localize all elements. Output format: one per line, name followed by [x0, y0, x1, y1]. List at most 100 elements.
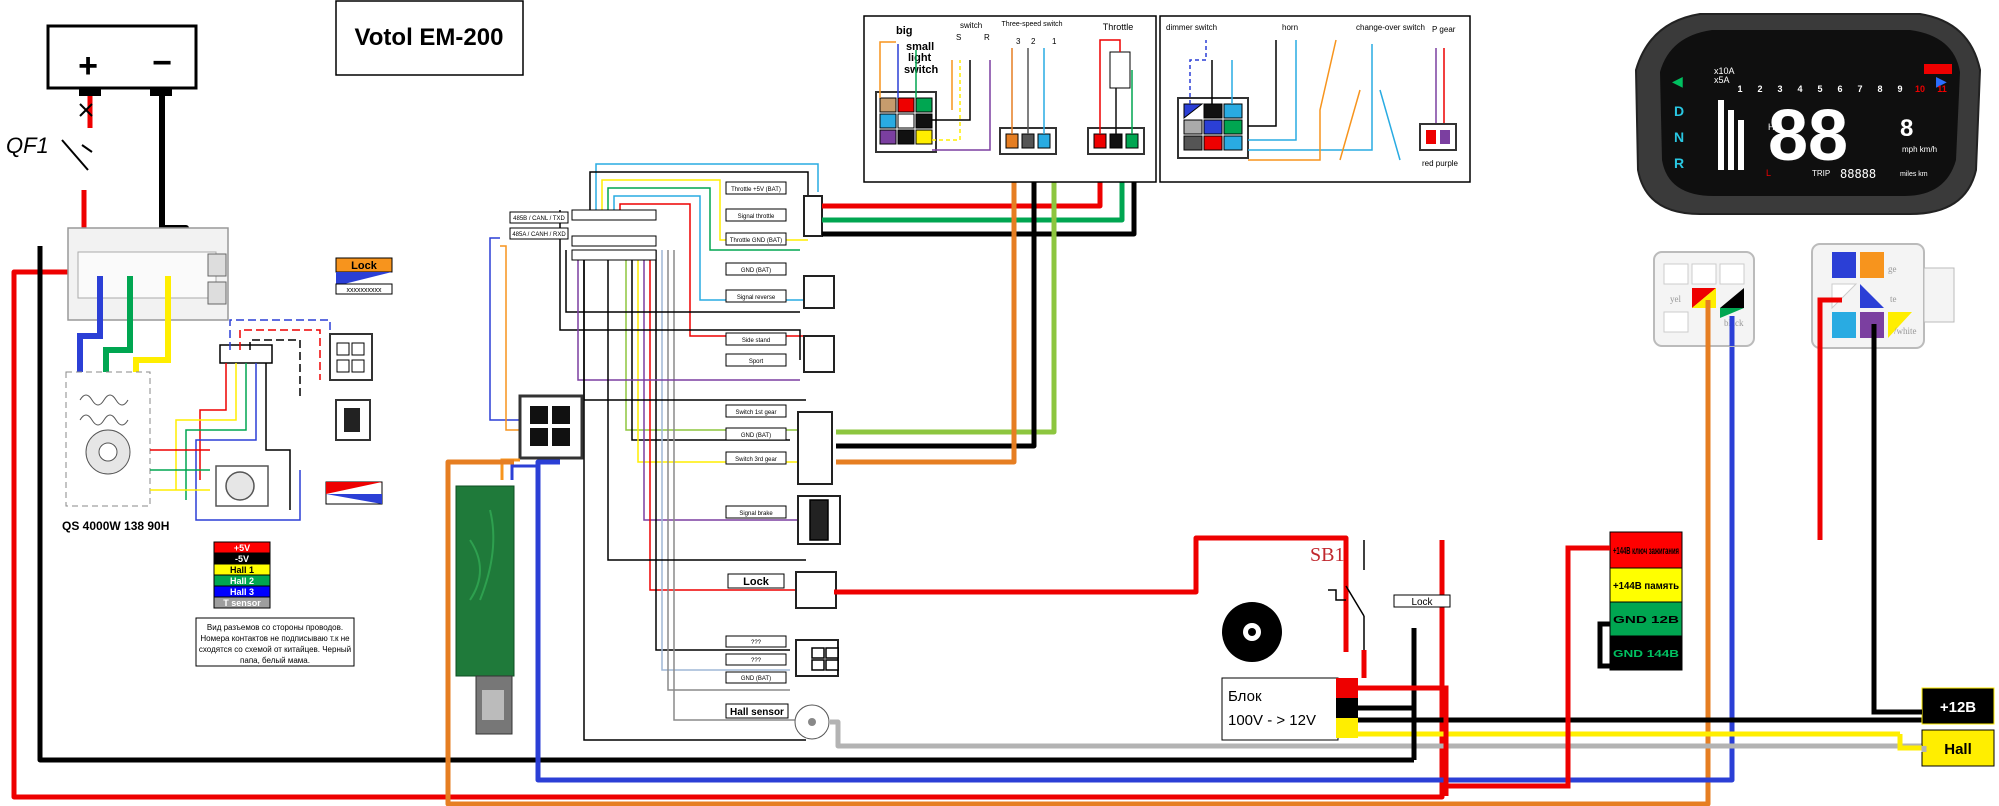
hall-legend-label: Hall 3: [230, 587, 254, 597]
output-wires: [1871, 700, 1927, 752]
switch-panel: big small light switch switch S R Three-…: [863, 15, 1157, 183]
hall-connector-1: [329, 333, 373, 381]
unknown-label-2: GND (BAT): [741, 676, 771, 682]
motor: [65, 371, 151, 507]
dash-H: H: [1768, 122, 1775, 132]
unknown-labels: ??? ??? GND (BAT): [725, 635, 787, 684]
motor-phase-wires: [77, 276, 171, 376]
sw-R: R: [984, 33, 990, 42]
signal-label-3: GND (BAT): [741, 268, 771, 274]
sb1-label: SB1: [1310, 544, 1344, 566]
title-box: [335, 0, 524, 76]
dcdc-converter: Блок 100V - > 12V: [1221, 677, 1358, 741]
bottom-bus-wires: [445, 336, 1940, 806]
power-legend-label: GND 12В: [1613, 615, 1679, 626]
output-hall: Hall: [1921, 729, 1995, 767]
signal-label-8: GND (BAT): [741, 433, 771, 439]
key-icon: [1222, 602, 1282, 662]
hall-legend-label: -5V: [235, 554, 249, 564]
power-legend-swatch: [1609, 635, 1683, 671]
sw2-dimmer: dimmer switch: [1166, 23, 1217, 32]
signal-label-5: Side stand: [742, 338, 770, 344]
throttle-connector: [1087, 39, 1145, 155]
note-line-4: папа, белый мама.: [240, 656, 310, 665]
hall-legend-swatch: [213, 596, 271, 609]
motor-controller: [67, 227, 229, 321]
usb-can-adapter: [455, 485, 515, 735]
can-label-1: 485B / CANL / TXD: [513, 216, 565, 222]
dash-plug-right: ge te /white: [1811, 243, 1955, 349]
lock-tag-label: Lock: [351, 260, 378, 272]
breaker-symbol: [61, 96, 93, 171]
hall-connector-2: [335, 399, 371, 441]
sw2-p-gear: P gear: [1432, 25, 1456, 34]
breaker-label: QF1: [6, 133, 49, 158]
dash-tick-label: 7: [1857, 84, 1862, 94]
hall-legend-label: T sensor: [223, 598, 261, 608]
power-legend-label: +144В память: [1613, 581, 1679, 592]
lock-tag-sub: xxxxxxxxxx: [347, 287, 383, 294]
unknown-label-1: ???: [751, 658, 762, 664]
sw-pin-2: 2: [1031, 37, 1036, 46]
dimmer-connector: [1177, 97, 1249, 159]
dcdc-wires: [1358, 650, 1449, 796]
dcdc-line-2: 100V - > 12V: [1228, 712, 1316, 729]
connector-details: [809, 499, 839, 671]
harness-connectors: [795, 195, 841, 677]
hall-sensor-label-box: [725, 703, 789, 719]
hall-wiring: [150, 319, 331, 521]
lock-label2: Lock: [1411, 597, 1433, 608]
note-box: [195, 617, 355, 667]
lock-label2-box: [1393, 594, 1451, 608]
dash-gear-R: R: [1674, 155, 1684, 171]
dash-odo: 88888: [1840, 167, 1876, 181]
dash-gear-N: N: [1674, 129, 1684, 145]
dash-tick-label: 5: [1817, 84, 1822, 94]
output-12v: +12В: [1921, 687, 1995, 725]
dash-left-arrow: ◀: [1672, 73, 1683, 89]
main-4pin-connector: [518, 394, 584, 460]
dash-L: L: [1766, 168, 1771, 178]
sw-switch2: switch: [960, 21, 982, 30]
hall-legend-label: Hall 1: [230, 565, 254, 575]
signal-label-0: Throttle +5V (BAT): [731, 187, 781, 193]
throttle-wires: [822, 140, 1349, 652]
hall-sensor-icon: [794, 704, 830, 740]
can-label-2: 485A / CANH / RXD: [512, 232, 566, 238]
lock-label-box: [727, 573, 785, 589]
sw-small: small: [906, 41, 934, 53]
dash-plug-wires: [1705, 297, 1877, 700]
hall-legend-label: +5V: [234, 543, 250, 553]
sw2-changeover: change-over switch: [1356, 23, 1425, 32]
signal-label-7: Switch 1st gear: [735, 410, 776, 416]
sb1-switch: [1328, 540, 1365, 650]
dash-bargraph: [1718, 100, 1744, 170]
dash-tick-label: 2: [1757, 84, 1762, 94]
note-text: Вид разъемов со стороны проводов. Номера…: [199, 623, 351, 665]
dash-redline: [1924, 64, 1952, 74]
dash-tick-label: 10: [1915, 84, 1925, 94]
dash-tick-label: 9: [1897, 84, 1902, 94]
light-switch-wires: [879, 41, 991, 151]
dash-tick-label: 11: [1937, 84, 1947, 94]
sw2-horn: horn: [1282, 23, 1298, 32]
dcdc-line-1: Блок: [1228, 688, 1262, 705]
sw-pin-1: 1: [1052, 37, 1057, 46]
signal-label-10: Signal brake: [739, 511, 773, 517]
hall-sensor-label: Hall sensor: [730, 707, 784, 718]
sw-light: light: [908, 52, 932, 64]
sw-throttle: Throttle: [1103, 22, 1134, 32]
signal-labels: Throttle +5V (BAT) Signal throttle Throt…: [725, 181, 787, 519]
power-legend-swatch: [1609, 567, 1683, 603]
sw-switch: switch: [904, 64, 939, 76]
dash-gear-D: D: [1674, 103, 1684, 119]
motor-label: QS 4000W 138 90H: [62, 519, 169, 533]
note-line-1: Вид разъемов со стороны проводов.: [207, 623, 343, 632]
note-line-3: сходятся со схемой от китайцев. Черный: [199, 645, 351, 654]
lock-label: Lock: [743, 576, 770, 588]
plug-label-ge: ge: [1888, 264, 1897, 274]
dash-tick-label: 4: [1797, 84, 1802, 94]
battery: + −: [46, 24, 198, 96]
